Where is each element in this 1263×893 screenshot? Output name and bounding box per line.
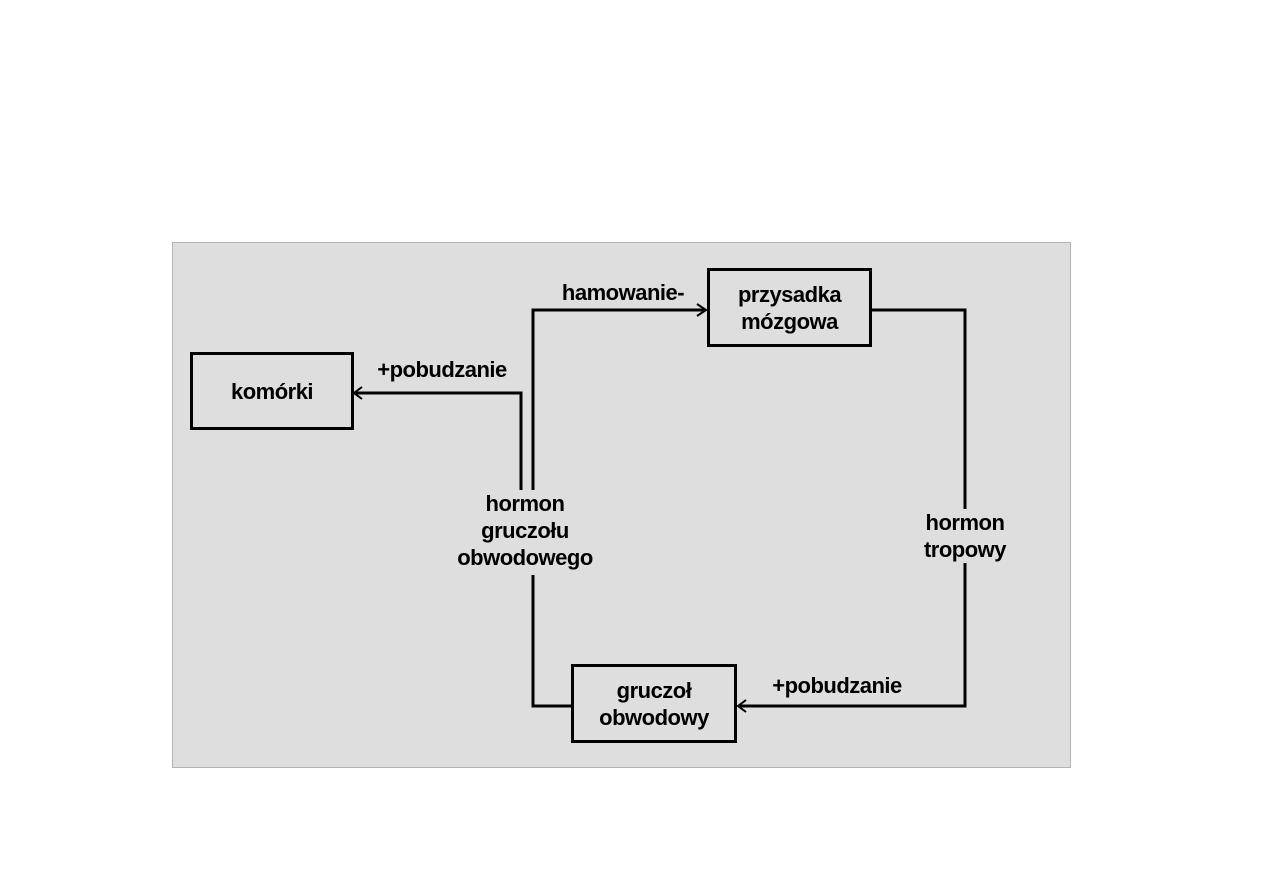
connector-hamowanie — [531, 308, 705, 490]
label-hormon-gruczolu-obwodowego: hormon gruczołu obwodowego — [445, 490, 605, 571]
arrowhead-przysadka — [696, 303, 708, 317]
node-komorki: komórki — [190, 352, 354, 430]
connector-pobudzanie-komorki — [356, 391, 523, 490]
connector-gruczol-output — [531, 575, 573, 708]
arrowhead-gruczol — [736, 699, 747, 713]
label-hormon-tropowy: hormon tropowy — [905, 509, 1025, 563]
label-pobudzanie-gruczol: +pobudzanie — [772, 673, 902, 698]
node-przysadka-label: przysadka mózgowa — [737, 281, 842, 334]
node-gruczol-obwodowy: gruczoł obwodowy — [571, 664, 737, 743]
arrowhead-komorki — [352, 386, 363, 400]
label-hamowanie: hamowanie- — [561, 280, 685, 305]
node-gruczol-label: gruczoł obwodowy — [599, 677, 709, 730]
node-przysadka-mozgowa: przysadka mózgowa — [707, 268, 872, 347]
connector-hormon-tropowy — [740, 308, 967, 708]
label-pobudzanie-komorki: +pobudzanie — [377, 357, 507, 382]
node-komorki-label: komórki — [230, 378, 314, 404]
